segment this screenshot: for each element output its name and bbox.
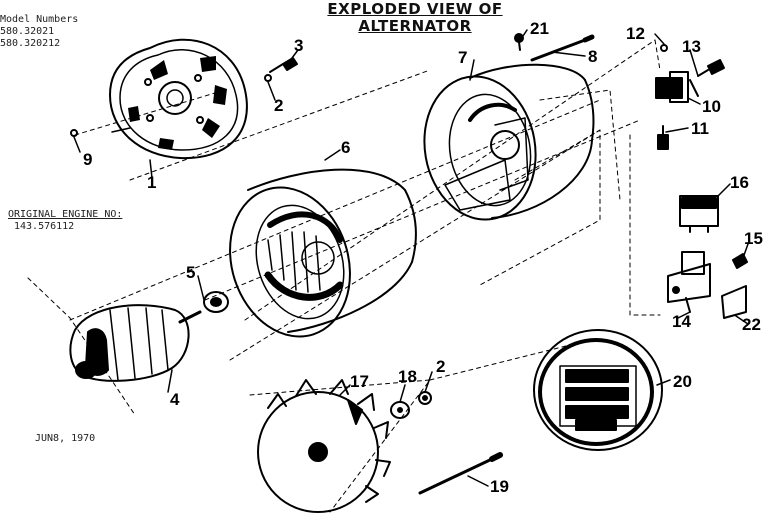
callout-part-4: 4 bbox=[170, 390, 180, 409]
callout-part-21: 21 bbox=[530, 19, 549, 38]
callout-part-14: 14 bbox=[672, 312, 691, 331]
part-3-screw bbox=[269, 57, 298, 73]
part-18-washer bbox=[390, 401, 410, 419]
callout-part-2-top: 2 bbox=[274, 96, 284, 115]
part-8-through-bolt bbox=[530, 34, 595, 62]
part-2-nut bbox=[418, 391, 432, 405]
callout-part-19: 19 bbox=[490, 477, 509, 496]
part-14-bracket bbox=[667, 251, 711, 313]
callout-part-6: 6 bbox=[341, 138, 351, 157]
part-15-screw bbox=[732, 253, 748, 269]
callout-part-17: 17 bbox=[350, 372, 369, 391]
part-5-bearing bbox=[203, 291, 229, 313]
model-number-2: 580.320212 bbox=[0, 38, 61, 49]
original-engine-label: ORIGINAL ENGINE NO: bbox=[8, 209, 123, 220]
callout-part-3: 3 bbox=[294, 36, 304, 55]
callout-leaders bbox=[73, 29, 749, 487]
part-16-rectifier bbox=[679, 195, 719, 233]
part-9-nut bbox=[70, 129, 78, 137]
diagram-title-line1: EXPLODED VIEW OF bbox=[327, 0, 503, 18]
callout-part-10: 10 bbox=[702, 97, 721, 116]
part-11-plug bbox=[657, 125, 669, 150]
original-engine-value: 143.576112 bbox=[14, 221, 75, 232]
callout-part-20: 20 bbox=[673, 372, 692, 391]
callout-part-11: 11 bbox=[691, 119, 709, 138]
callout-part-12: 12 bbox=[626, 24, 645, 43]
part-4-rotor bbox=[69, 304, 202, 382]
diagram-date: JUN8, 1970 bbox=[35, 433, 96, 444]
part-12-washer bbox=[660, 44, 668, 52]
callout-part-8: 8 bbox=[588, 47, 598, 66]
part-1-end-bracket bbox=[109, 38, 248, 160]
model-number-1: 580.32021 bbox=[0, 26, 55, 37]
model-numbers-label: Model Numbers bbox=[0, 14, 79, 25]
part-2-washer bbox=[264, 74, 272, 82]
callout-part-16: 16 bbox=[730, 173, 749, 192]
part-7-end-housing bbox=[423, 63, 595, 221]
callout-part-15: 15 bbox=[744, 229, 763, 248]
callout-part-5: 5 bbox=[186, 263, 196, 282]
part-6-stator bbox=[229, 168, 417, 338]
part-20-end-cover bbox=[533, 329, 663, 451]
callout-part-18: 18 bbox=[398, 367, 417, 386]
part-10-terminal-block bbox=[655, 71, 699, 103]
callout-part-22: 22 bbox=[742, 315, 761, 334]
callout-part-13: 13 bbox=[682, 37, 701, 56]
diagram-title-line2: ALTERNATOR bbox=[358, 17, 472, 35]
part-19-long-bolt bbox=[418, 452, 503, 495]
part-17-fan bbox=[257, 379, 391, 513]
callout-part-9: 9 bbox=[83, 150, 93, 169]
part-13-screw bbox=[697, 59, 725, 77]
part-22-clip bbox=[721, 285, 747, 319]
callout-part-7: 7 bbox=[458, 48, 468, 67]
callout-part-1: 1 bbox=[147, 173, 157, 192]
callout-part-2-bottom: 2 bbox=[436, 357, 446, 376]
